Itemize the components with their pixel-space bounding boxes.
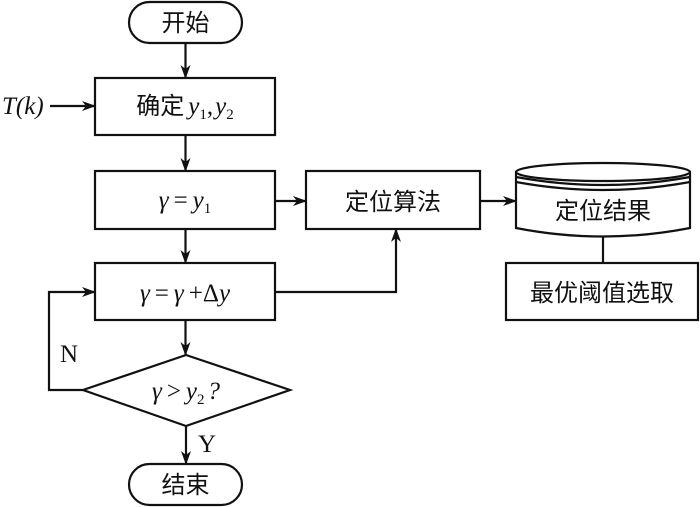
start-node: 开始 (127, 0, 244, 45)
result-cylinder-top (514, 161, 692, 183)
increment-plus: + (189, 280, 203, 307)
decision-node: γ>y2? (79, 353, 294, 428)
increment-rhs1: γ (174, 280, 185, 307)
edge-label-no: N (60, 341, 78, 368)
input-paren-close: ) (33, 93, 43, 120)
end-label: 结束 (162, 471, 210, 499)
determine-sub1: 1 (199, 107, 207, 123)
edge-increment-algorithm (275, 228, 401, 294)
svg-text:γ=y1: γ=y1 (159, 187, 212, 217)
increment-delta: Δ (203, 280, 219, 307)
svg-text:T(k): T(k) (2, 93, 44, 120)
result-node: 定位结果 (514, 161, 692, 238)
end-terminator-shape (127, 462, 244, 507)
decision-lhs: γ (152, 378, 163, 405)
optimal-label: 最优阈值选取 (530, 279, 674, 307)
input-arg: k (24, 93, 36, 120)
result-label: 定位结果 (555, 197, 651, 225)
algorithm-box (304, 169, 482, 231)
determine-var1: y (185, 93, 200, 120)
end-node: 结束 (127, 462, 244, 507)
increment-rhs2: y (216, 280, 231, 307)
input-paren-open: ( (16, 93, 26, 120)
decision-sub: 2 (197, 392, 205, 408)
svg-text:γ>y2?: γ>y2? (152, 378, 221, 408)
determine-var2: y (212, 93, 227, 120)
determine-prefix: 确定 (136, 92, 184, 120)
decision-op: > (167, 378, 181, 405)
init-lhs: γ (159, 187, 170, 214)
init-node: γ=y1 (93, 169, 277, 231)
decision-q: ? (208, 378, 221, 405)
determine-sep: , (207, 93, 213, 120)
increment-node: γ=γ+Δy (93, 261, 277, 322)
init-op: = (174, 187, 188, 214)
start-label: 开始 (162, 9, 210, 37)
optimal-node: 最优阈值选取 (504, 261, 700, 322)
determine-sub2: 2 (226, 107, 234, 123)
increment-box (93, 261, 277, 322)
init-sub: 1 (204, 201, 212, 217)
decision-var: y (183, 378, 198, 405)
algorithm-node: 定位算法 (304, 169, 482, 231)
input-label: T(k) (2, 93, 44, 120)
result-cylinder-ring-1 (515, 175, 691, 187)
edge-decision-increment-no (47, 287, 96, 392)
init-box (93, 169, 277, 231)
increment-op: = (155, 280, 169, 307)
input-var: T (2, 93, 18, 120)
increment-lhs: γ (140, 280, 151, 307)
result-cylinder-ring-2 (515, 180, 691, 192)
init-var: y (190, 187, 205, 214)
svg-text:γ=γ+Δy: γ=γ+Δy (140, 280, 231, 307)
algorithm-label: 定位算法 (345, 188, 441, 216)
edge-label-yes: Y (198, 431, 216, 458)
determine-box (93, 76, 277, 137)
optimal-box (504, 261, 700, 322)
